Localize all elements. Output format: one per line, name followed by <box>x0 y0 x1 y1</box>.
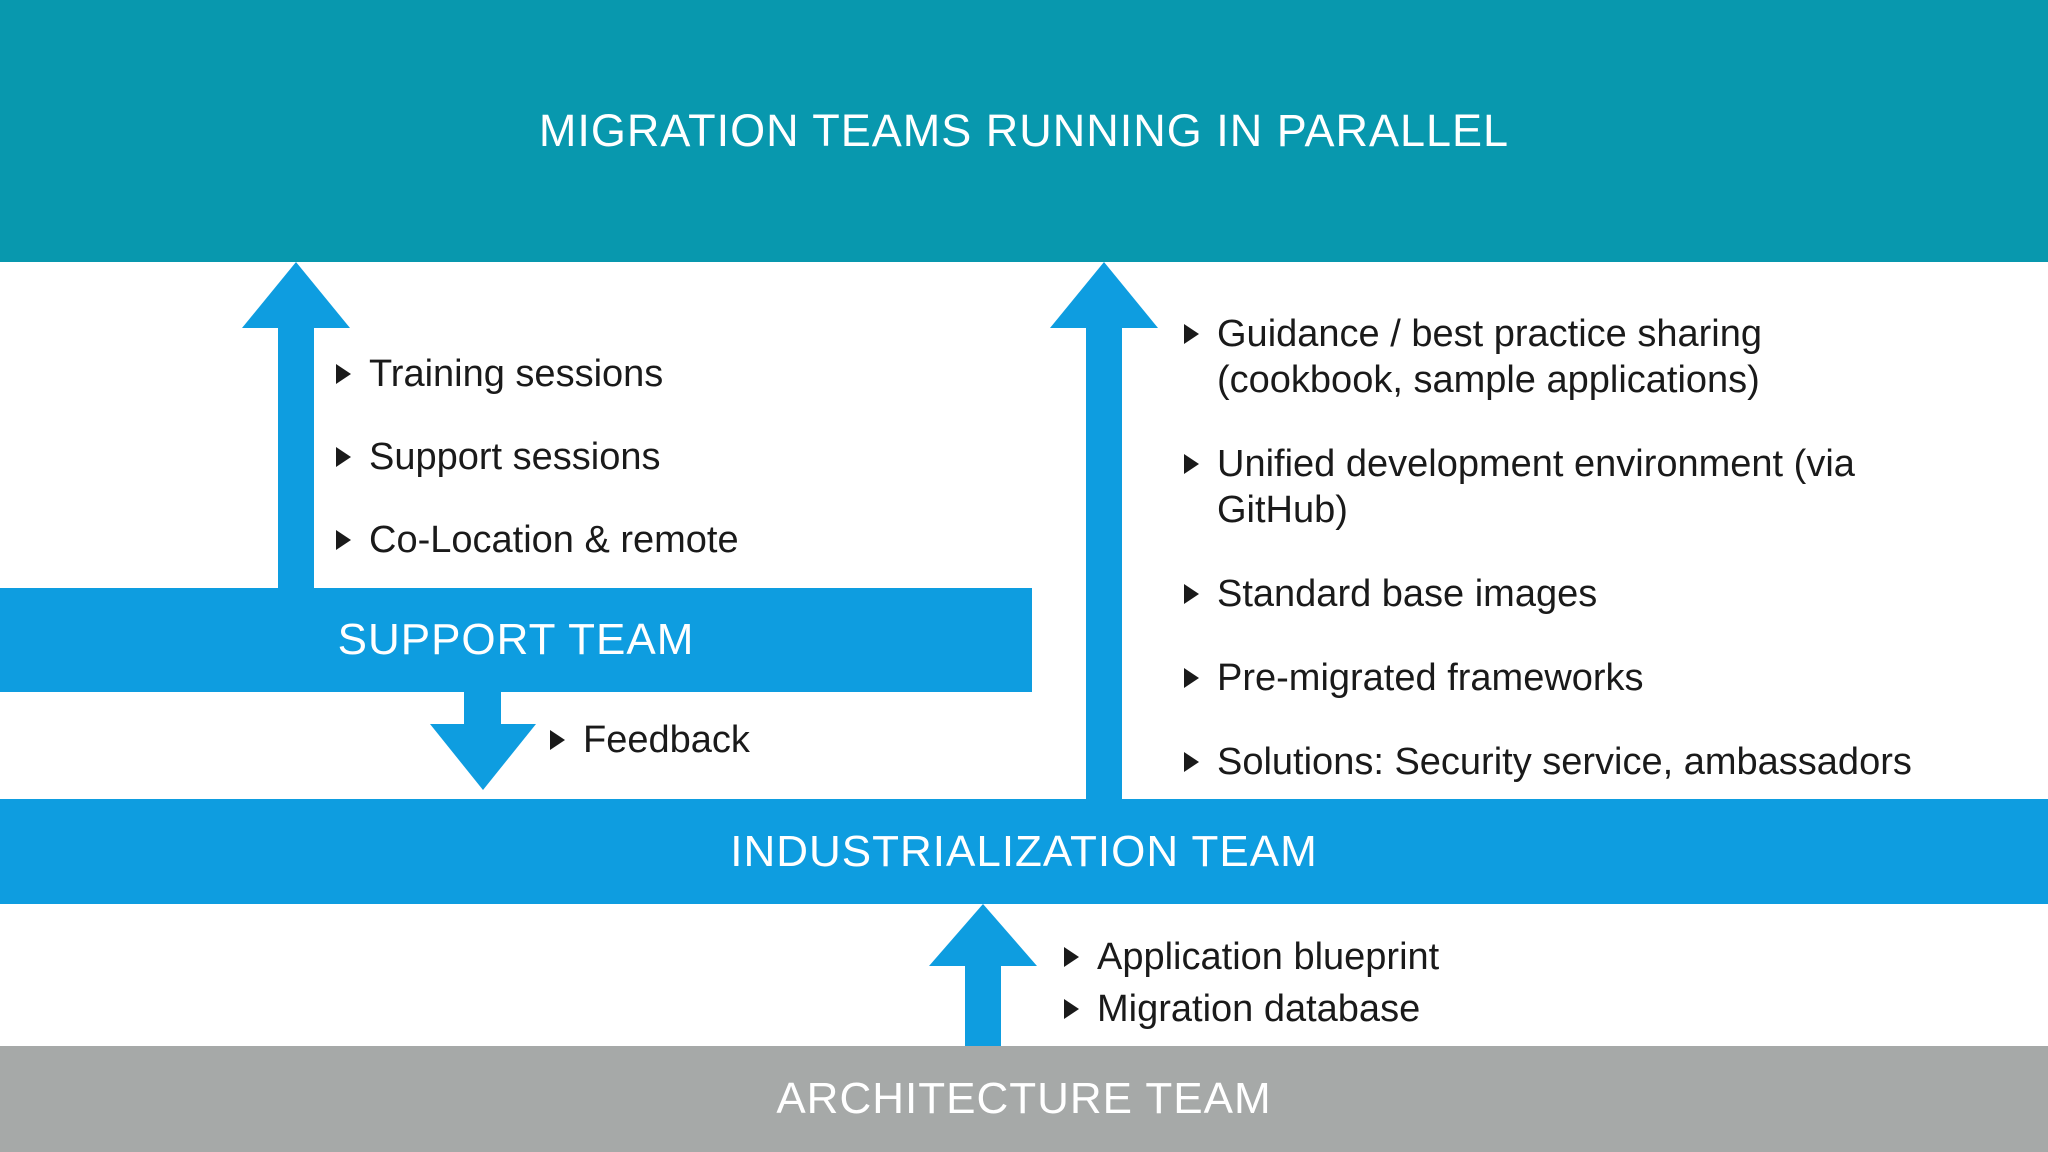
bullet-text: Solutions: Security service, ambassadors <box>1217 741 1912 783</box>
list-item: Unified development environment (via Git… <box>1184 441 2048 533</box>
bullet-triangle-icon <box>550 730 565 750</box>
list-item: Training sessions <box>336 351 976 397</box>
support-feedback-arrow-stem <box>464 692 501 724</box>
bullet-text: Standard base images <box>1217 573 1598 615</box>
bullet-text: Support sessions <box>369 436 661 478</box>
list-item: Feedback <box>550 717 950 763</box>
architecture-bullet-list: Application blueprint Migration database <box>1064 934 1664 1038</box>
list-item: Standard base images <box>1184 571 2048 617</box>
list-item: Guidance / best practice sharing (cookbo… <box>1184 311 2048 403</box>
list-item: Solutions: Security service, ambassadors <box>1184 739 2048 785</box>
industrialization-team-label: INDUSTRIALIZATION TEAM <box>730 826 1318 876</box>
list-item: Co-Location & remote <box>336 517 976 563</box>
list-item: Migration database <box>1064 986 1664 1032</box>
support-to-migration-arrow-stem <box>278 326 314 588</box>
architecture-team-label: ARCHITECTURE TEAM <box>776 1074 1272 1123</box>
banner-title: MIGRATION TEAMS RUNNING IN PARALLEL <box>538 105 1510 156</box>
bullet-triangle-icon <box>1064 999 1079 1019</box>
bullet-triangle-icon <box>1064 947 1079 967</box>
bullet-text: Training sessions <box>369 353 664 395</box>
industrialization-team-bar: INDUSTRIALIZATION TEAM <box>0 799 2048 904</box>
industrialization-to-migration-arrow-stem <box>1086 326 1122 799</box>
support-to-migration-up-arrow-icon <box>242 262 350 328</box>
support-team-bar: SUPPORT TEAM <box>0 588 1032 692</box>
bullet-triangle-icon <box>1184 454 1199 474</box>
bullet-text: Application blueprint <box>1097 936 1440 978</box>
industrialization-to-migration-up-arrow-icon <box>1050 262 1158 328</box>
bullet-text: Pre-migrated frameworks <box>1217 657 1644 699</box>
bullet-text: Migration database <box>1097 988 1421 1030</box>
support-team-label: SUPPORT TEAM <box>337 615 695 664</box>
feedback-bullet-list: Feedback <box>550 717 950 763</box>
architecture-team-bar: ARCHITECTURE TEAM <box>0 1046 2048 1152</box>
bullet-triangle-icon <box>1184 668 1199 688</box>
list-item: Application blueprint <box>1064 934 1664 980</box>
list-item: Support sessions <box>336 434 976 480</box>
bullet-triangle-icon <box>1184 324 1199 344</box>
bullet-text: Feedback <box>583 719 750 761</box>
bullet-text: Guidance / best practice sharing (cookbo… <box>1217 313 1762 401</box>
list-item: Pre-migrated frameworks <box>1184 655 2048 701</box>
bullet-text: Co-Location & remote <box>369 519 739 561</box>
bullet-triangle-icon <box>336 447 351 467</box>
support-bullet-list: Training sessions Support sessions Co-Lo… <box>336 351 976 600</box>
support-feedback-down-arrow-icon <box>430 724 536 790</box>
bullet-triangle-icon <box>1184 584 1199 604</box>
migration-teams-banner: MIGRATION TEAMS RUNNING IN PARALLEL <box>0 0 2048 262</box>
bullet-text: Unified development environment (via Git… <box>1217 443 1855 531</box>
bullet-triangle-icon <box>1184 752 1199 772</box>
industrialization-bullet-list: Guidance / best practice sharing (cookbo… <box>1184 311 2048 823</box>
bullet-triangle-icon <box>336 364 351 384</box>
architecture-to-industrialization-arrow-stem <box>965 964 1001 1046</box>
bullet-triangle-icon <box>336 530 351 550</box>
architecture-to-industrialization-up-arrow-icon <box>929 904 1037 966</box>
